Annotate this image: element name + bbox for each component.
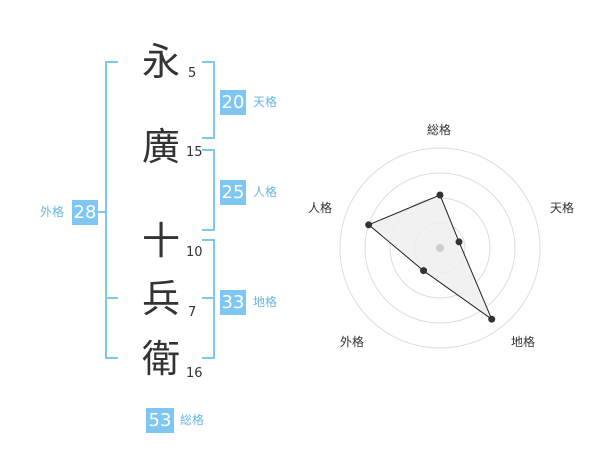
name-char-2: 廣: [142, 125, 181, 169]
radar-axis-label-chikaku: 地格: [511, 335, 536, 349]
gaikaku-bracket: [105, 61, 118, 359]
radar-point-0: [436, 191, 444, 199]
stroke-count-4: 7: [188, 305, 197, 320]
radar-area: [367, 194, 493, 321]
tenkaku-value: 20: [220, 90, 246, 115]
radar-point-4: [365, 221, 373, 229]
radar-ring-3: [364, 172, 516, 324]
soukaku-value: 53: [146, 408, 174, 433]
radar-axis-label-jinkaku: 人格: [308, 201, 333, 215]
chikaku-label: 地格: [253, 295, 278, 309]
jinkaku-value: 25: [220, 180, 246, 205]
jinkaku-bracket: [202, 149, 215, 231]
brackets: [92, 61, 215, 359]
stroke-count-1: 5: [188, 66, 197, 81]
gaikaku-value: 28: [72, 200, 98, 225]
chikaku-value: 33: [220, 290, 246, 315]
tenkaku-label: 天格: [253, 95, 278, 109]
stroke-count-2: 15: [186, 145, 203, 160]
radar-center-dot: [436, 244, 444, 252]
name-char-3: 十: [142, 219, 181, 263]
gaikaku-label: 外格: [40, 205, 65, 219]
radar-chart: [339, 147, 541, 349]
radar-point-1: [455, 238, 463, 246]
stroke-count-3: 10: [186, 245, 203, 260]
radar-point-2: [488, 315, 496, 323]
radar-axis-label-soukaku: 総格: [427, 123, 452, 137]
radar-ring-4: [339, 147, 541, 349]
name-char-4: 兵: [142, 277, 181, 321]
radar-axis-label-gaikaku: 外格: [340, 335, 365, 349]
name-char-1: 永: [142, 40, 181, 84]
stroke-count-5: 16: [186, 366, 203, 381]
tenkaku-bracket: [202, 61, 215, 139]
jinkaku-label: 人格: [253, 185, 278, 199]
radar-point-3: [420, 267, 428, 275]
name-char-5: 衛: [142, 337, 181, 381]
soukaku-label: 総格: [180, 413, 205, 427]
radar-axis-label-tenkaku: 天格: [550, 201, 575, 215]
